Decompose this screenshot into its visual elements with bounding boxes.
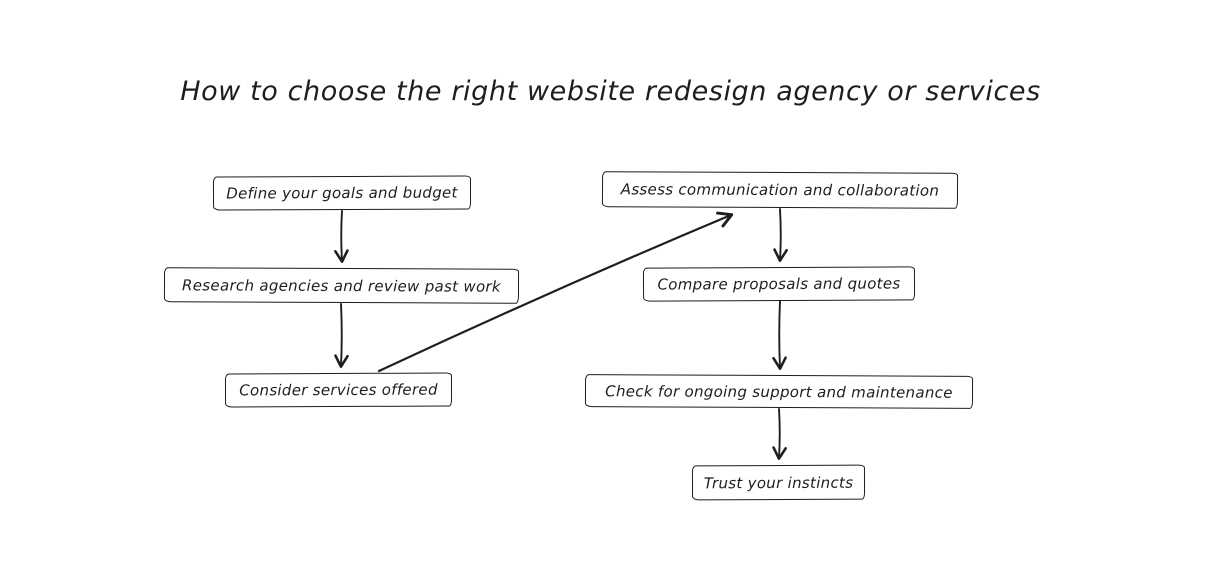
arrow-consider-to-assess bbox=[377, 211, 734, 373]
node-check-ongoing-support: Check for ongoing support and maintenanc… bbox=[584, 374, 974, 409]
arrow-compare-to-check bbox=[772, 300, 787, 370]
node-assess-communication: Assess communication and collaboration bbox=[601, 171, 959, 209]
node-label: Check for ongoing support and maintenanc… bbox=[605, 381, 953, 402]
node-compare-proposals: Compare proposals and quotes bbox=[642, 266, 916, 302]
node-label: Research agencies and review past work bbox=[182, 275, 501, 296]
arrow-assess-to-compare bbox=[773, 208, 788, 262]
node-trust-your-instincts: Trust your instincts bbox=[691, 464, 866, 501]
node-define-goals-and-budget: Define your goals and budget bbox=[212, 175, 472, 211]
arrow-research-to-consider bbox=[334, 303, 349, 368]
arrow-check-to-trust bbox=[772, 408, 787, 460]
node-consider-services: Consider services offered bbox=[224, 372, 453, 408]
node-label: Compare proposals and quotes bbox=[657, 274, 901, 294]
node-label: Define your goals and budget bbox=[226, 183, 458, 203]
diagram-title: How to choose the right website redesign… bbox=[180, 76, 1041, 107]
node-label: Trust your instincts bbox=[703, 473, 854, 492]
node-research-agencies: Research agencies and review past work bbox=[163, 267, 520, 304]
node-label: Consider services offered bbox=[239, 380, 438, 400]
arrow-define-to-research bbox=[334, 210, 349, 263]
node-label: Assess communication and collaboration bbox=[620, 180, 940, 200]
